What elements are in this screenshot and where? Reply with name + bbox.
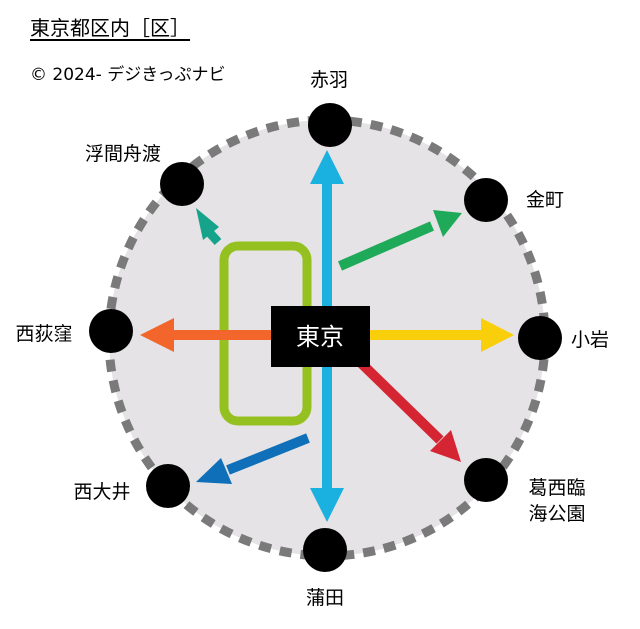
copyright-text: © 2024- デジきっぷナビ: [30, 65, 226, 85]
route-arrow-nishiogi: [140, 318, 280, 352]
station-label-kanamachi: 金町: [526, 189, 564, 211]
station-label-kasai-line2: 海公園: [528, 503, 585, 525]
route-arrow-kasai: [356, 358, 461, 462]
station-dot-kamata: [303, 528, 347, 572]
center-station-box: [271, 306, 370, 367]
route-arrow-ukima: [196, 208, 222, 246]
center-station-label: 東京: [296, 323, 344, 351]
station-dot-kasai: [464, 458, 508, 502]
station-dot-kanamachi: [464, 178, 508, 222]
station-label-akabane: 赤羽: [310, 69, 348, 91]
station-label-nishiogi: 西荻窪: [15, 323, 72, 345]
station-label-kasai-line1: 葛西臨: [528, 477, 585, 499]
route-arrow-nishioi: [196, 433, 310, 484]
station-label-koiwa: 小岩: [571, 329, 609, 351]
station-dot-nishioi: [146, 464, 190, 508]
station-label-ukima: 浮間舟渡: [85, 143, 161, 165]
station-dot-akabane: [308, 103, 352, 147]
route-arrow-kanamachi: [338, 210, 462, 271]
station-label-kamata: 蒲田: [306, 587, 344, 609]
station-dot-nishiogi: [89, 309, 133, 353]
route-arrow-koiwa: [360, 318, 514, 352]
station-dot-ukima: [160, 162, 204, 206]
page-title: 東京都区内［区］: [30, 16, 190, 40]
station-label-nishioi: 西大井: [73, 481, 130, 503]
station-dot-koiwa: [518, 316, 562, 360]
